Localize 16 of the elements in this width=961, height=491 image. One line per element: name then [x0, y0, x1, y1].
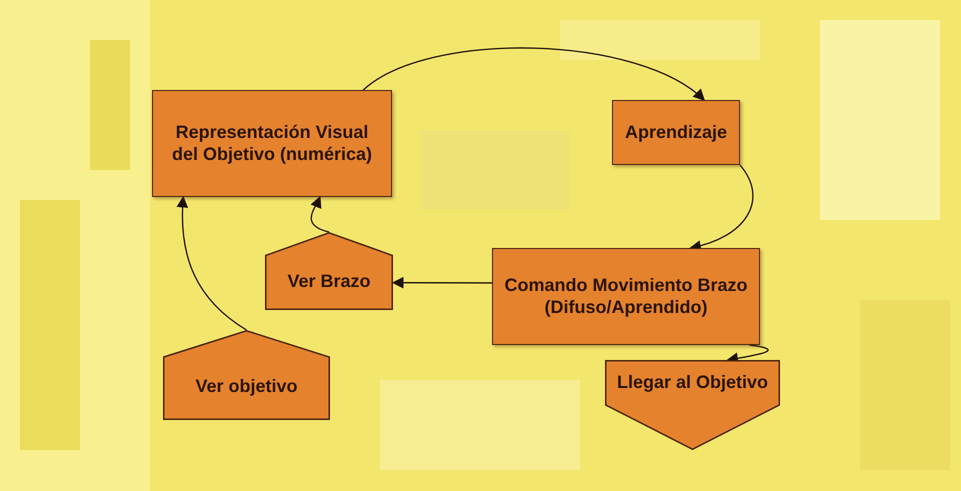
pentagon-box — [163, 330, 330, 420]
node-label: Representación Visual del Objetivo (numérica) — [170, 122, 374, 166]
process-box — [612, 100, 740, 165]
process-box — [492, 248, 760, 345]
node-label: Comando Movimiento Brazo (Difuso/Aprendido) — [503, 274, 748, 318]
node-label: Ver Brazo — [287, 271, 371, 293]
connector-arrow — [310, 196, 330, 233]
process-box — [152, 90, 392, 197]
node-label: Ver objetivo — [195, 376, 298, 398]
pentagon-box — [265, 232, 393, 310]
node-label: Llegar al Objetivo — [616, 372, 768, 394]
connector-arrow — [392, 276, 492, 289]
connector-arrow — [176, 196, 247, 331]
arrow-shaped-box — [605, 360, 780, 450]
node-label: Aprendizaje — [624, 122, 728, 144]
connector-arrow — [362, 47, 706, 101]
